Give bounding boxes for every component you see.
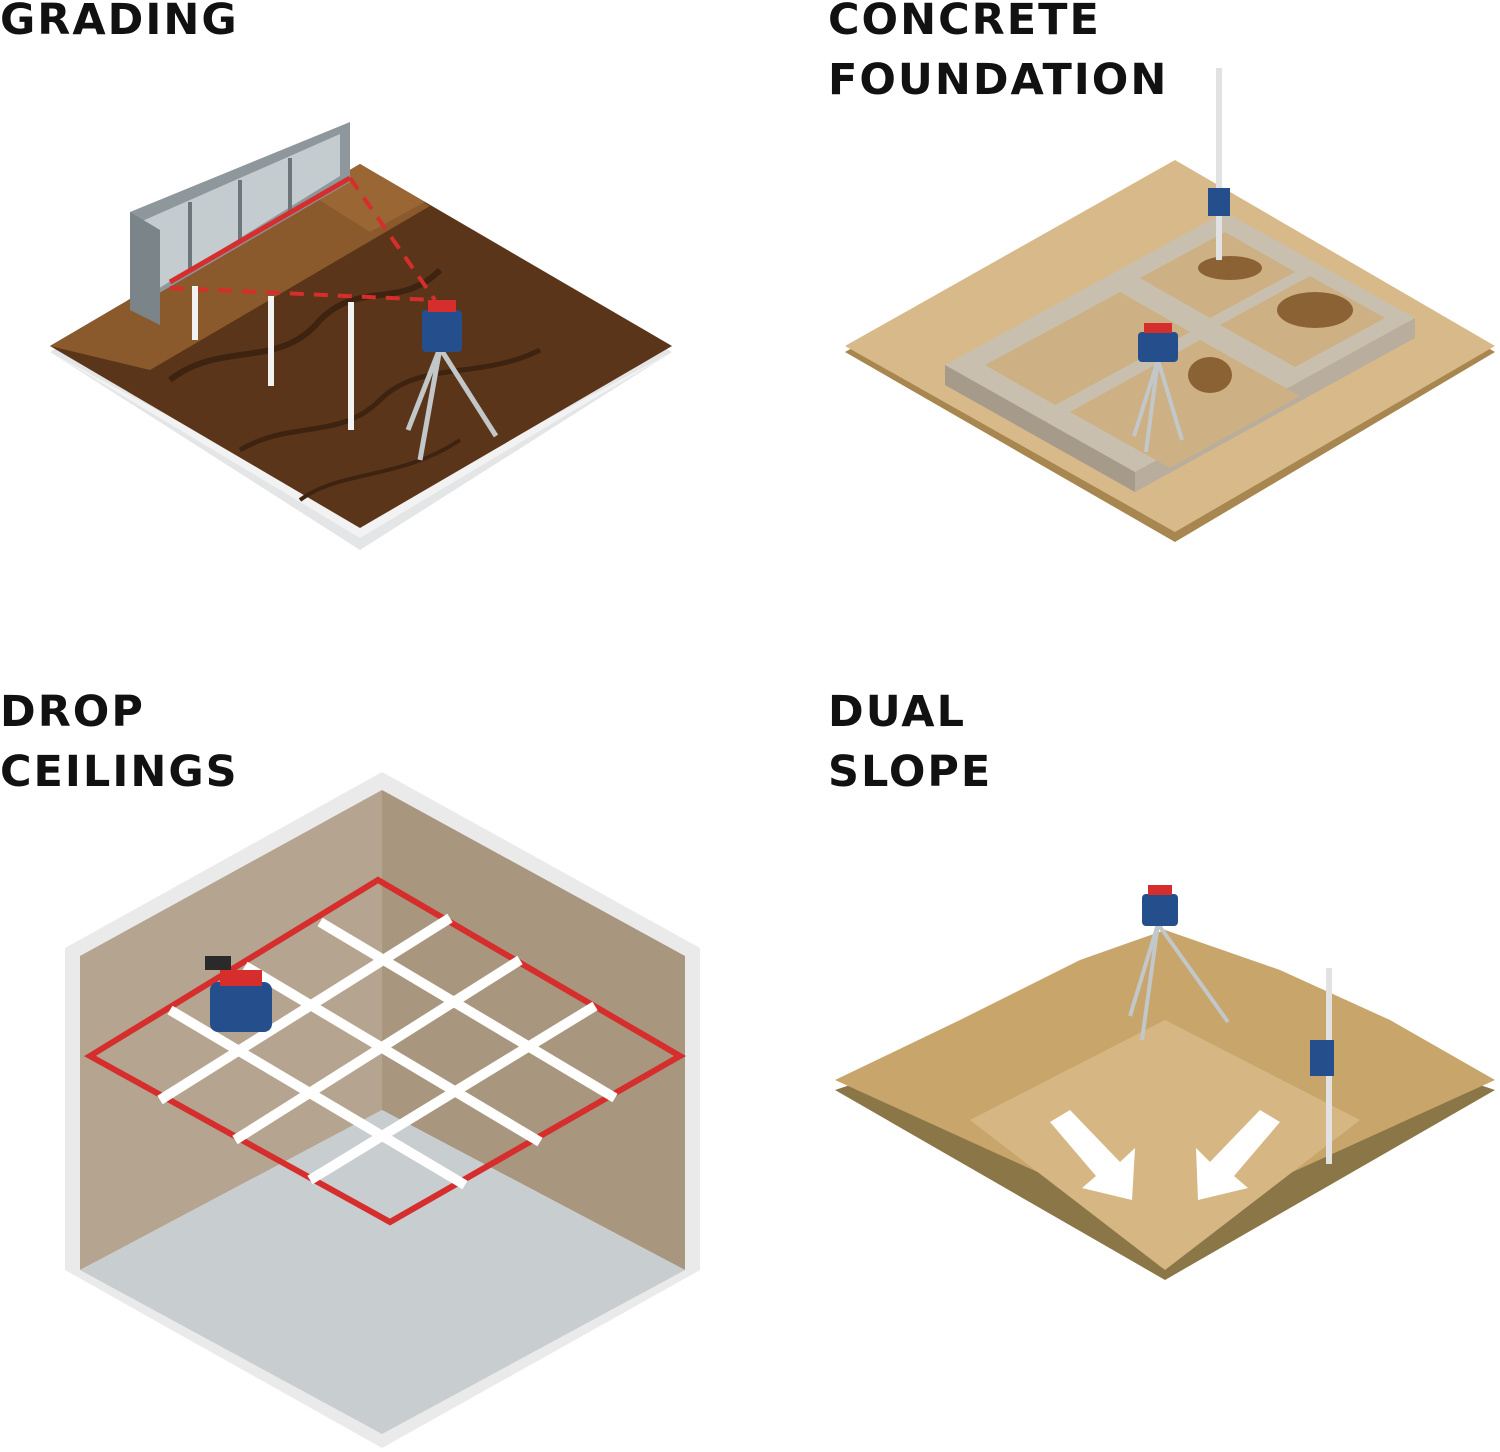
laser-line bbox=[348, 176, 437, 302]
heading-grading: GRADING bbox=[0, 0, 239, 45]
grade-stake bbox=[268, 296, 274, 386]
window-side bbox=[130, 212, 160, 325]
concrete-floor bbox=[80, 1110, 685, 1434]
soil-ridge bbox=[168, 267, 443, 383]
laser-line bbox=[169, 286, 436, 302]
tripod-leg bbox=[417, 347, 443, 461]
heading-dual-slope: DUAL SLOPE bbox=[828, 687, 993, 797]
heading-drop-ceilings: DROP CEILINGS bbox=[0, 687, 239, 797]
grade-stake bbox=[348, 302, 354, 430]
tripod-leg bbox=[405, 347, 443, 431]
slope-arrow bbox=[1050, 1110, 1135, 1200]
laser-line bbox=[168, 175, 352, 285]
tripod-leg bbox=[1140, 923, 1160, 1041]
tripod-leg bbox=[1156, 922, 1230, 1024]
tripod-leg bbox=[1128, 923, 1160, 1017]
tripod-leg bbox=[1156, 359, 1184, 441]
rotary-laser-tool bbox=[210, 982, 272, 1032]
tripod-leg bbox=[1132, 359, 1160, 437]
heading-concrete-foundation: CONCRETE FOUNDATION bbox=[828, 0, 1169, 105]
slope-plane bbox=[970, 1020, 1360, 1270]
grade-stake bbox=[192, 286, 198, 340]
laser-receiver bbox=[1208, 188, 1230, 216]
ceiling-grid bbox=[157, 913, 618, 1190]
rotary-laser-tool bbox=[1138, 332, 1178, 362]
laser-receiver bbox=[1310, 1040, 1334, 1076]
wall-mount bbox=[205, 956, 231, 970]
topsoil-strip bbox=[50, 164, 430, 370]
dirt-pile bbox=[1198, 256, 1262, 280]
slope-arrow bbox=[1196, 1110, 1280, 1200]
soil-ridge bbox=[238, 347, 542, 453]
foundation-pit bbox=[985, 292, 1190, 405]
soil-ridge bbox=[298, 438, 462, 502]
dirt-pile bbox=[1277, 292, 1353, 328]
tripod-leg bbox=[1144, 359, 1160, 453]
ceiling-laser-outline bbox=[84, 876, 686, 1226]
dual-slope-illustration bbox=[835, 885, 1495, 1280]
tripod-leg bbox=[437, 346, 499, 438]
laser-head bbox=[1148, 885, 1172, 895]
laser-head bbox=[1144, 323, 1172, 333]
concrete-foundation-illustration bbox=[845, 68, 1495, 542]
laser-head bbox=[220, 970, 262, 986]
rotary-laser-tool bbox=[422, 310, 462, 352]
dirt-pile bbox=[1188, 357, 1232, 393]
drop-ceilings-illustration bbox=[65, 772, 700, 1448]
grading-illustration bbox=[50, 122, 672, 550]
foundation-walls bbox=[945, 212, 1415, 472]
foundation-pit bbox=[1070, 340, 1300, 468]
grade-rod bbox=[1216, 68, 1222, 260]
foundation-wall-front bbox=[945, 365, 1135, 492]
laser-head bbox=[428, 300, 456, 312]
rotary-laser-tool bbox=[1142, 894, 1178, 926]
